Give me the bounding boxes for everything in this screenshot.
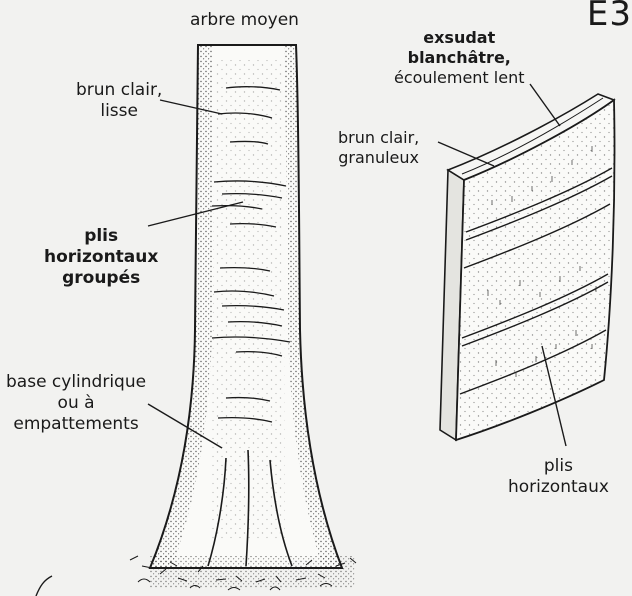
tree-trunk	[36, 45, 356, 596]
slab-folds-label: plis horizontaux	[508, 456, 609, 498]
slash-label: brun clair, granuleux	[338, 128, 419, 168]
tree-size-label: arbre moyen	[190, 10, 299, 31]
grouped-folds-label: plis horizontaux groupés	[44, 226, 158, 289]
base-shape-label: base cylindrique ou à empattements	[6, 372, 146, 435]
exudate-label: exsudat blanchâtre, écoulement lent	[394, 28, 525, 88]
bark-surface-label: brun clair, lisse	[76, 80, 162, 122]
page-code: E3	[587, 0, 632, 34]
bark-slab	[440, 94, 615, 440]
